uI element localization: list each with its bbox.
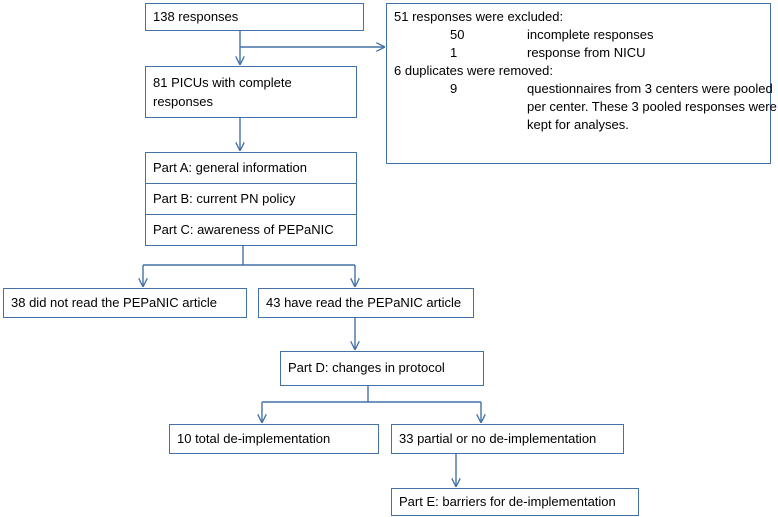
node-part-e: Part E: barriers for de-implementation [391,488,639,516]
node-total-deimpl: 10 total de-implementation [169,424,379,454]
node-picus: 81 PICUs with complete responses [145,66,357,118]
duplicates-header: 6 duplicates were removed: [394,63,553,78]
node-partial-deimpl-label: 33 partial or no de-implementation [399,431,597,446]
duplicates-count: 9 [450,81,458,96]
node-part-e-label: Part E: barriers for de-implementation [399,494,616,509]
node-responses: 138 responses [145,3,364,31]
node-part-a: Part A: general information [145,152,357,184]
node-part-b: Part B: current PN policy [145,183,357,215]
node-part-a-label: Part A: general information [153,160,307,175]
node-responses-label: 138 responses [153,9,239,24]
node-partial-deimpl: 33 partial or no de-implementation [391,424,624,454]
duplicates-line-2: per center. These 3 pooled responses wer… [527,99,777,114]
node-part-b-label: Part B: current PN policy [153,191,296,206]
exclusions-box: 51 responses were excluded: 50 incomplet… [386,3,777,164]
node-picus-line-1: 81 PICUs with complete [153,75,292,90]
excluded-count-2: 1 [450,45,458,60]
node-have-read-label: 43 have read the PEPaNIC article [266,295,462,310]
excluded-reason-2: response from NICU [527,45,646,60]
node-part-d: Part D: changes in protocol [280,351,484,386]
node-picus-line-2: responses [153,94,213,109]
node-have-read: 43 have read the PEPaNIC article [258,288,474,318]
node-not-read-label: 38 did not read the PEPaNIC article [11,295,217,310]
node-total-deimpl-label: 10 total de-implementation [177,431,331,446]
duplicates-line-1: questionnaires from 3 centers were poole… [527,81,773,96]
duplicates-line-3: kept for analyses. [527,117,629,132]
node-not-read: 38 did not read the PEPaNIC article [3,288,247,318]
node-part-c: Part C: awareness of PEPaNIC [145,214,357,246]
node-part-c-label: Part C: awareness of PEPaNIC [153,222,334,237]
excluded-count-1: 50 [450,27,465,42]
node-part-d-label: Part D: changes in protocol [288,360,445,375]
excluded-header: 51 responses were excluded: [394,9,564,24]
excluded-reason-1: incomplete responses [527,27,654,42]
